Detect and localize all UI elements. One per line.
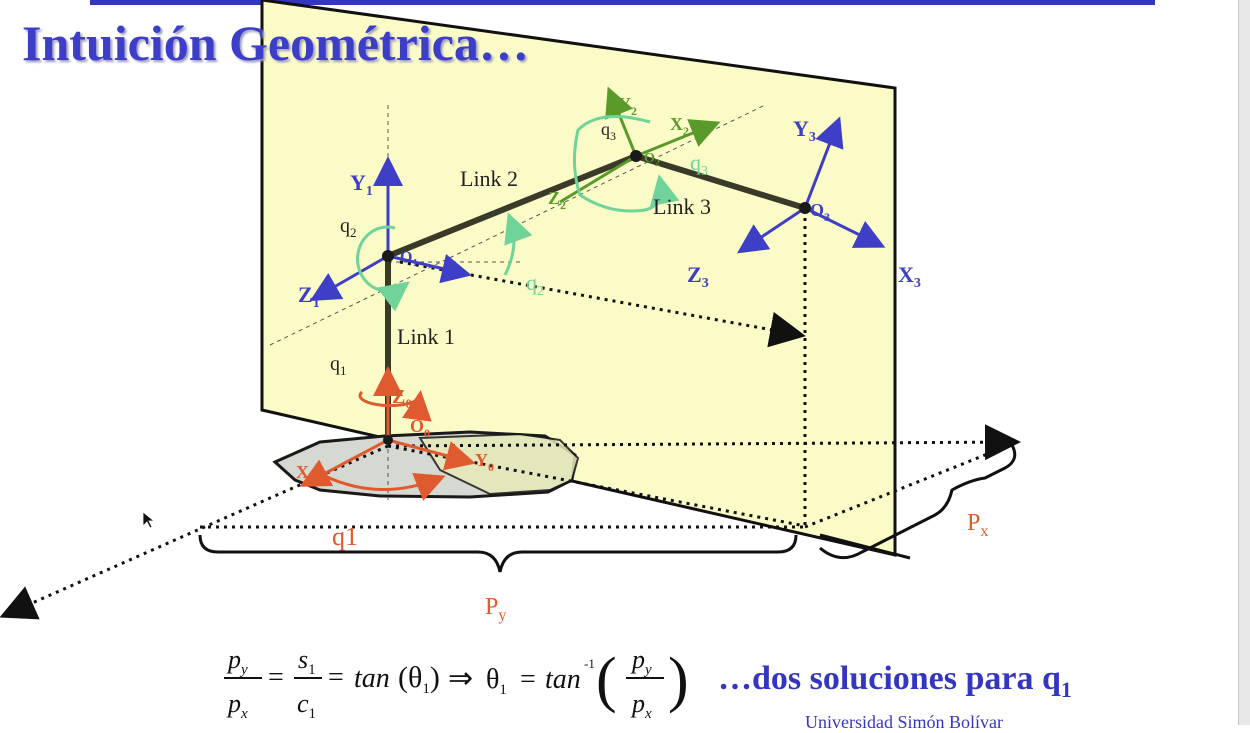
svg-text:q3: q3 — [601, 119, 616, 143]
frame-0 — [299, 366, 476, 501]
plane-base-edge — [819, 533, 911, 560]
svg-text:q3: q3 — [690, 150, 708, 179]
conclusion-subscript: 1 — [1060, 676, 1072, 702]
svg-text:Link 2: Link 2 — [460, 166, 518, 191]
window-edge-scrollbar[interactable] — [1238, 0, 1250, 725]
svg-text:=: = — [328, 662, 344, 693]
svg-text:): ) — [668, 646, 689, 714]
svg-text:Py: Py — [485, 594, 506, 624]
svg-text:O1: O1 — [400, 249, 418, 269]
svg-text:(θ1): (θ1) — [398, 661, 440, 697]
svg-text:O3: O3 — [810, 200, 830, 224]
projection-lines — [0, 210, 1021, 620]
svg-text:tan: tan — [354, 663, 390, 694]
svg-text:=: = — [268, 662, 284, 693]
svg-text:Z2: Z2 — [548, 188, 566, 212]
svg-text:tan: tan — [545, 664, 581, 695]
footer-university: Universidad Simón Bolívar — [805, 712, 1003, 732]
svg-text:Px: Px — [967, 510, 988, 540]
frame-2 — [559, 86, 721, 204]
svg-text:Y2: Y2 — [618, 94, 637, 118]
svg-text:c1: c1 — [297, 689, 316, 722]
frame-3 — [737, 116, 886, 254]
svg-text:py: py — [226, 645, 248, 678]
svg-text:-1: -1 — [584, 656, 595, 671]
slide-title: Intuición Geométrica… — [22, 15, 529, 71]
frame-1 — [309, 156, 472, 301]
svg-text:=: = — [520, 664, 536, 695]
conclusion-text: …dos soluciones para q1 — [718, 660, 1072, 703]
svg-text:px: px — [226, 689, 248, 722]
brace-px — [819, 444, 1017, 560]
svg-text:Z1: Z1 — [298, 282, 320, 311]
q3-rotation-ring — [572, 115, 680, 213]
svg-text:⇒: ⇒ — [448, 662, 473, 695]
svg-text:q1: q1 — [330, 353, 347, 378]
svg-text:(: ( — [596, 646, 617, 714]
svg-text:px: px — [630, 689, 652, 722]
svg-text:θ1: θ1 — [486, 664, 507, 698]
brace-py — [198, 534, 798, 573]
svg-text:Link 1: Link 1 — [397, 324, 455, 349]
svg-text:O0: O0 — [410, 416, 430, 440]
conclusion-main: …dos soluciones para q — [718, 660, 1061, 697]
svg-text:q2: q2 — [340, 215, 357, 240]
q2-rotation-ring — [356, 212, 533, 312]
svg-text:Z3: Z3 — [687, 262, 709, 291]
svg-text:Y1: Y1 — [350, 170, 373, 199]
svg-text:Link 3: Link 3 — [653, 194, 711, 219]
svg-text:s1: s1 — [298, 645, 316, 678]
diagram-labels: Y1 Z1 q2 O1 q2 Link 2 Link 1 Link 3 q1 Z… — [296, 94, 988, 624]
svg-text:Y0: Y0 — [475, 450, 494, 474]
svg-text:Y3: Y3 — [793, 116, 816, 145]
svg-text:Z0: Z0 — [392, 386, 412, 411]
svg-text:X0: X0 — [296, 462, 315, 486]
equation: py px = s1 c1 = tan (θ1) ⇒ θ1 = tan -1 (… — [224, 645, 689, 722]
svg-text:O2: O2 — [644, 151, 660, 169]
mouse-cursor-icon — [142, 511, 156, 529]
svg-text:q1: q1 — [332, 522, 358, 551]
title-underline — [90, 0, 1155, 5]
svg-text:X2: X2 — [670, 114, 689, 138]
svg-text:X3: X3 — [898, 262, 921, 291]
joints — [382, 150, 811, 445]
svg-text:q2: q2 — [526, 270, 544, 299]
svg-text:py: py — [630, 645, 652, 678]
